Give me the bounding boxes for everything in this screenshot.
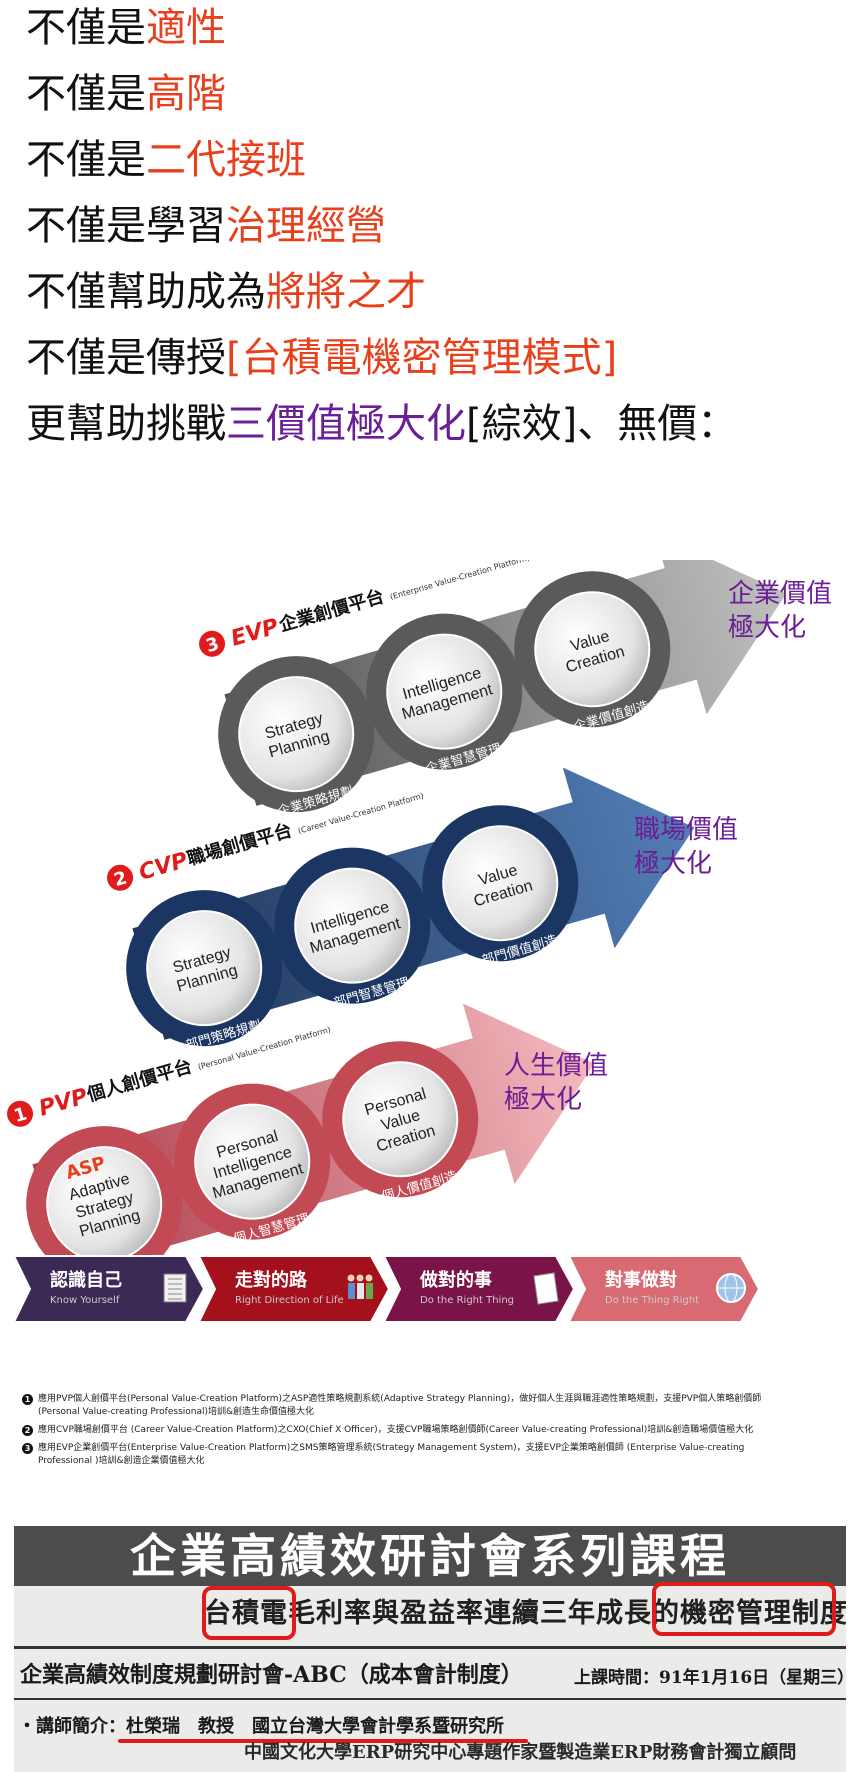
- evp-number-badge: [199, 630, 226, 657]
- headline-prefix: 不僅是: [26, 71, 146, 117]
- headline-prefix: 不僅是: [26, 5, 146, 51]
- note-item: 3 應用EVP企業創價平台(Enterprise Value-Creation …: [22, 1442, 762, 1468]
- evp-acronym: EVP: [228, 614, 281, 651]
- step-banner: 認識自己 Know Yourself 走對的路 Right Direction of …: [12, 1255, 761, 1323]
- pvp-acronym: PVP: [36, 1084, 90, 1122]
- headline-highlight: 高階: [146, 71, 226, 117]
- evp-stage-disc: [534, 591, 651, 708]
- headline-prefix: 不僅是: [26, 137, 146, 183]
- cvp-result-label: 職場價值: [634, 815, 738, 845]
- value-platform-diagram: StrategyPlanning企業策略規劃IntelligenceManage…: [7, 560, 832, 1323]
- pvp-stage-disc: [342, 1061, 459, 1178]
- clipping-course: 企業高績效制度規劃研討會-ABC（成本會計制度）: [20, 1662, 523, 1688]
- headline-highlight: [台積電機密管理模式]: [226, 335, 618, 381]
- headline-row: 不僅幫助成為將將之才: [26, 272, 737, 338]
- headline-prefix: 不僅幫助成為: [26, 269, 266, 315]
- evp-result-label: 極大化: [728, 613, 806, 643]
- headline-highlight: 治理經營: [226, 203, 386, 249]
- globe-icon: [716, 1273, 746, 1303]
- clipping-teacher-line2: 中國文化大學ERP研究中心專題作家暨製造業ERP財務會計獨立顧問: [118, 1742, 797, 1763]
- headline-highlight: 二代接班: [146, 137, 306, 183]
- clipping-subtitle: 台積電毛利率與盈益率連續三年成長的機密管理制度: [204, 1598, 846, 1629]
- cvp-platform: StrategyPlanning部門策略規劃IntelligenceManage…: [107, 767, 695, 1054]
- note-item: 1 應用PVP個人創價平台(Personal Value-Creation Pl…: [22, 1393, 762, 1419]
- headline-prefix: 不僅是學習: [26, 203, 226, 249]
- pvp-result-label: 人生價值: [504, 1051, 608, 1081]
- step-chevron: [12, 1255, 206, 1323]
- pvp-result-label: 極大化: [504, 1085, 582, 1115]
- step-chevron: [382, 1255, 576, 1323]
- cvp-result-label: 極大化: [634, 849, 712, 879]
- note-number: 3: [22, 1443, 33, 1454]
- paper-icon: [533, 1272, 559, 1305]
- cvp-name: 職場創價平台: [185, 819, 295, 870]
- headline-row: 不僅是學習治理經營: [26, 206, 737, 272]
- clipping-time: 上課時間：91年1月16日（星期三）: [574, 1668, 846, 1688]
- step-title: 對事做對: [605, 1269, 677, 1291]
- cvp-number-badge: [107, 864, 134, 891]
- step-subtitle: Do the Thing Right: [605, 1295, 699, 1306]
- headline-highlight: 三價值極大化: [226, 401, 466, 447]
- step-subtitle: Know Yourself: [50, 1295, 120, 1306]
- note-text: 應用PVP個人創價平台(Personal Value-Creation Plat…: [38, 1394, 762, 1417]
- headline-highlight: 將將之才: [266, 269, 426, 315]
- step-title: 走對的路: [235, 1269, 308, 1291]
- evp-name: 企業創價平台: [276, 585, 387, 636]
- headline-prefix: 不僅是傳授: [26, 335, 226, 381]
- evp-english-name: (Enterprise Value-Creation Platform): [389, 560, 531, 602]
- evp-result-label: 企業價值: [728, 579, 832, 609]
- clipping-teacher: ‧講師簡介：杜榮瑞 教授 國立台灣大學會計學系暨研究所: [18, 1716, 504, 1737]
- headline-prefix: 更幫助挑戰: [26, 401, 226, 447]
- highlight-box-secret-management: [652, 1582, 836, 1636]
- headline-row: 不僅是傳授[台積電機密管理模式]: [26, 338, 737, 404]
- step-title: 認識自己: [50, 1269, 122, 1291]
- people-icon: [347, 1274, 373, 1299]
- clipping-divider: [14, 1698, 846, 1700]
- headline-list: 不僅是適性不僅是高階不僅是二代接班不僅是學習治理經營不僅幫助成為將將之才不僅是傳…: [26, 8, 737, 470]
- teacher-underline: [118, 1739, 528, 1743]
- highlight-box-tsmc: [202, 1586, 296, 1640]
- note-item: 2 應用CVP職場創價平台 (Career Value-Creation Pla…: [22, 1424, 762, 1437]
- step-subtitle: Do the Right Thing: [420, 1295, 514, 1306]
- cvp-stage-disc: [146, 910, 263, 1027]
- evp-number: 3: [204, 633, 222, 657]
- note-number: 1: [22, 1394, 33, 1405]
- step-chevron: [197, 1255, 391, 1323]
- pvp-number: 1: [12, 1103, 30, 1127]
- note-text: 應用EVP企業創價平台(Enterprise Value-Creation Pl…: [38, 1443, 745, 1466]
- clipping-divider: [14, 1646, 846, 1649]
- headline-row: 不僅是高階: [26, 74, 737, 140]
- headline-row: 不僅是二代接班: [26, 140, 737, 206]
- cvp-acronym: CVP: [136, 848, 190, 886]
- evp-stage-disc: [386, 633, 503, 750]
- note-text: 應用CVP職場創價平台 (Career Value-Creation Platf…: [38, 1425, 754, 1435]
- headline-highlight: 適性: [146, 5, 226, 51]
- newspaper-clipping: 企業高績效研討會系列課程 台積電毛利率與盈益率連續三年成長的機密管理制度 企業高…: [14, 1526, 846, 1772]
- clipping-title: 企業高績效研討會系列課程: [14, 1526, 846, 1586]
- evp-platform: StrategyPlanning企業策略規劃IntelligenceManage…: [199, 560, 787, 820]
- step-subtitle: Right Direction of Life: [235, 1295, 344, 1306]
- notes-section: 1 應用PVP個人創價平台(Personal Value-Creation Pl…: [22, 1393, 762, 1473]
- pvp-name: 個人創價平台: [84, 1055, 195, 1106]
- cvp-stage-disc: [294, 867, 411, 984]
- headline-row: 不僅是適性: [26, 8, 737, 74]
- cvp-number: 2: [112, 867, 130, 891]
- evp-stage-disc: [238, 676, 355, 793]
- note-number: 2: [22, 1425, 33, 1436]
- step-title: 做對的事: [419, 1269, 492, 1291]
- document-icon: [163, 1273, 187, 1303]
- headline-suffix: [綜效]、無價：: [466, 401, 738, 447]
- step-chevron: [567, 1255, 761, 1323]
- pvp-stage-disc: [194, 1103, 311, 1220]
- pvp-number-badge: [7, 1100, 34, 1127]
- headline-row: 更幫助挑戰三價值極大化[綜效]、無價：: [26, 404, 737, 470]
- cvp-stage-disc: [442, 825, 559, 942]
